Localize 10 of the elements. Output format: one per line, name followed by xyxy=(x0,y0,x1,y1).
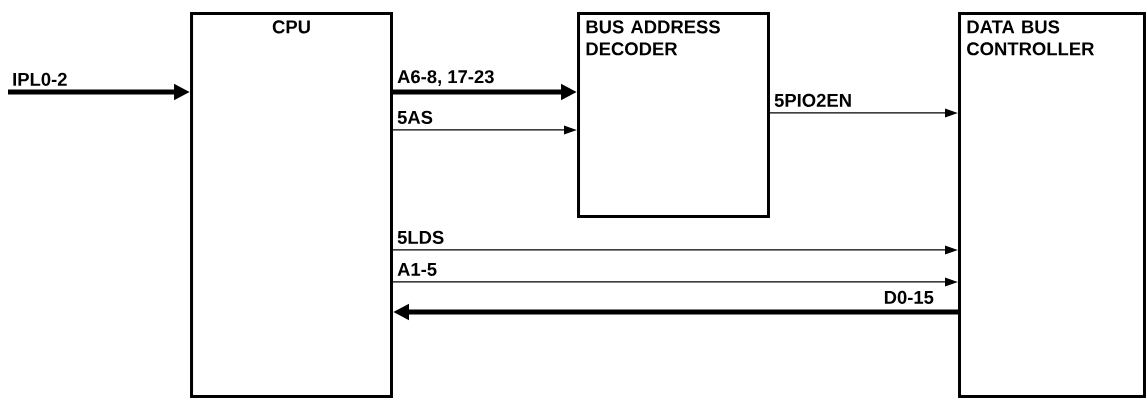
edge-label: IPL0-2 xyxy=(10,71,70,88)
edge-label: A6-8, 17-23 xyxy=(395,68,497,88)
block-box: BUS ADDRESS DECODER xyxy=(577,12,770,218)
edge-label: A1-5 xyxy=(395,261,439,278)
block-box: DATA BUS CONTROLLER xyxy=(958,12,1146,398)
edge-label: 5LDS xyxy=(395,229,446,246)
edge-label: 5AS xyxy=(395,109,435,126)
edge-label: D0-15 xyxy=(881,289,936,306)
block-box: CPU xyxy=(190,12,393,398)
edge-label: 5PIO2EN xyxy=(772,92,854,109)
